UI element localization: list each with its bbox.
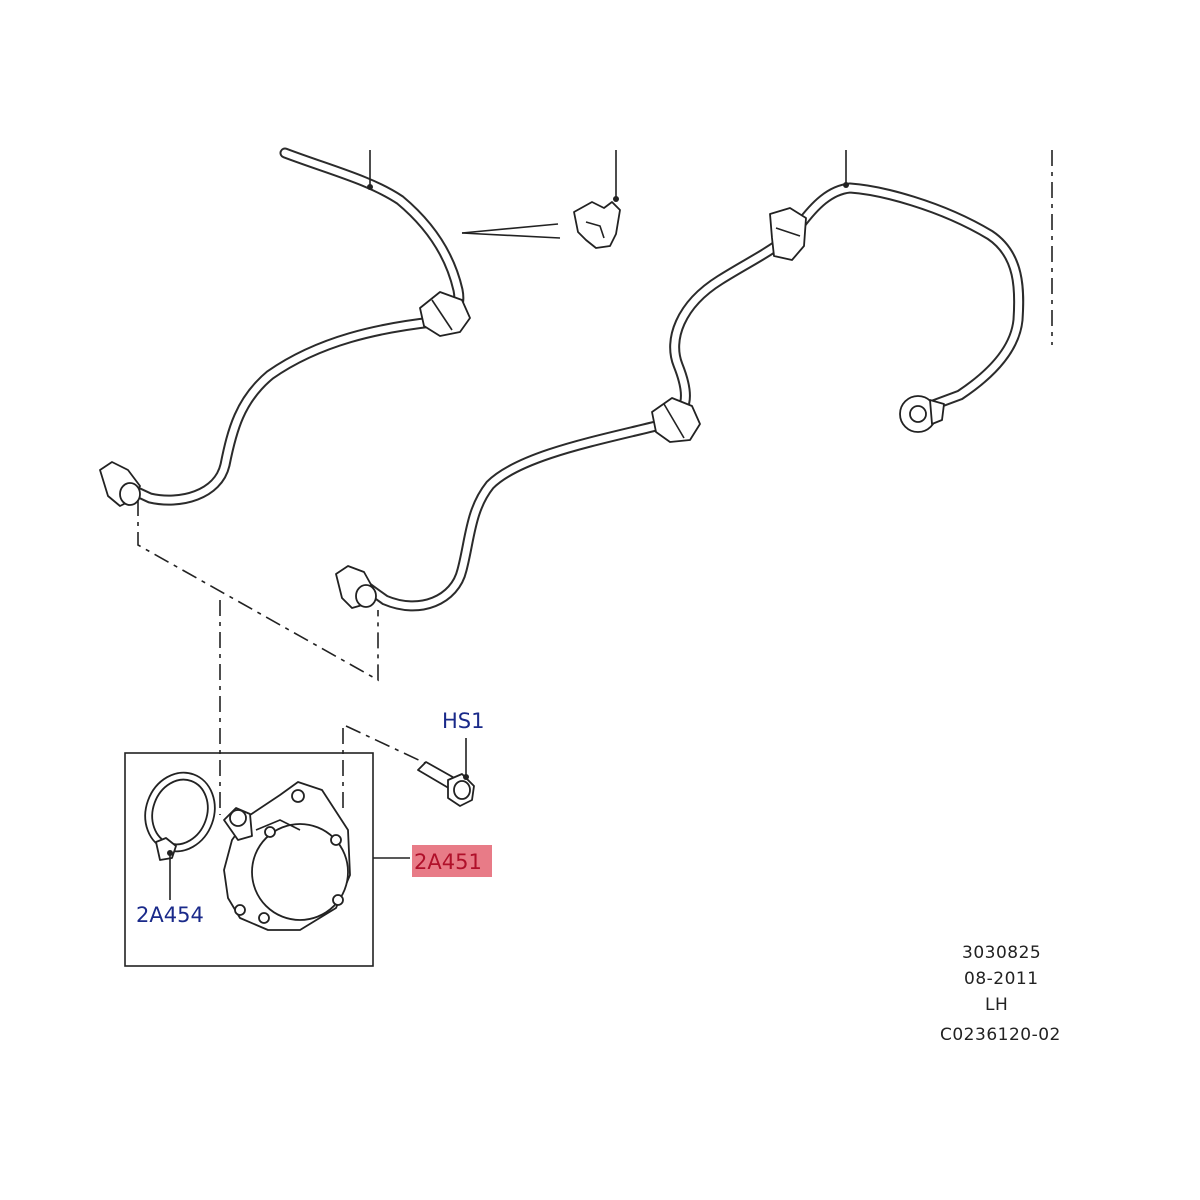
label-2a454: 2A454 [136, 903, 204, 927]
label-hs1: HS1 [442, 709, 484, 733]
right-hose-round-fitting [899, 395, 945, 433]
bolt-part [417, 738, 475, 807]
gasket-ring [144, 771, 216, 900]
right-hose-mid-connector [651, 397, 701, 443]
footer-line-3: LH [985, 995, 1008, 1015]
assembly-line-left [137, 500, 379, 682]
label-2a451: 2A451 [414, 850, 482, 874]
hose-clip [573, 150, 621, 249]
label-2a451-highlight [412, 845, 492, 877]
right-vacuum-hose [335, 182, 1025, 612]
pump-kit-box [124, 752, 374, 967]
check-valve [769, 207, 807, 261]
left-hose-connector [419, 291, 471, 337]
left-vacuum-hose [99, 147, 471, 507]
footer-line-4: C0236120-02 [940, 1025, 1061, 1045]
footer-line-1: 3030825 [962, 943, 1041, 963]
footer-line-2: 08-2011 [964, 969, 1039, 989]
vacuum-pump [223, 781, 351, 931]
